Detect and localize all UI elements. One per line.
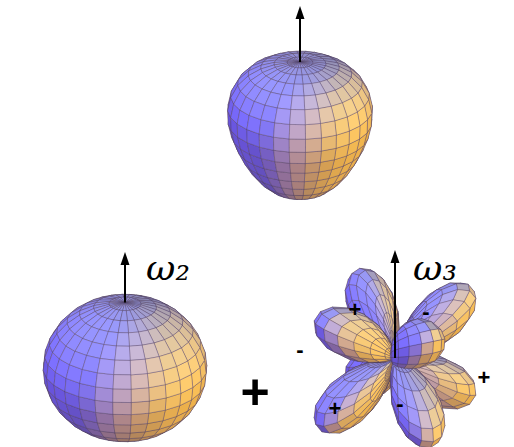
rotation-axis-arrow <box>296 6 305 62</box>
arrow-head <box>296 6 305 19</box>
arrow-head <box>121 252 130 265</box>
rotation-axis-arrow <box>121 252 130 303</box>
mesh-face <box>97 358 115 374</box>
mesh-face <box>125 300 140 302</box>
mesh-face <box>128 332 142 346</box>
mesh-face <box>289 152 305 163</box>
mesh-face <box>304 181 317 190</box>
mesh-face <box>274 150 290 163</box>
mesh-face <box>277 94 292 109</box>
mesh-face <box>96 373 114 389</box>
mesh-face <box>305 138 321 152</box>
mesh-face <box>131 388 149 403</box>
mesh-face <box>123 303 127 311</box>
mesh-face <box>290 110 306 125</box>
mesh-face <box>114 360 131 375</box>
mesh-face <box>100 345 116 361</box>
mesh-face <box>130 359 147 375</box>
mesh-face <box>293 189 304 195</box>
mesh-face <box>294 75 303 84</box>
mesh-face <box>295 62 300 68</box>
mesh-face <box>300 62 309 67</box>
mesh-face <box>290 163 305 173</box>
mesh-face <box>95 387 113 402</box>
mesh-face <box>311 59 325 61</box>
mesh-face <box>289 139 305 152</box>
mesh-face <box>296 68 302 75</box>
mesh-face <box>302 75 312 85</box>
mesh-face <box>113 389 131 403</box>
mesh-face <box>95 400 113 414</box>
mesh-face <box>113 414 131 425</box>
axis-line <box>299 16 301 62</box>
mesh-face <box>129 345 145 360</box>
mesh-face <box>288 59 300 62</box>
mesh-face <box>115 433 130 439</box>
mesh-face <box>321 121 337 138</box>
mesh-face <box>291 181 304 189</box>
mesh-face <box>127 320 138 333</box>
mesh-face <box>131 374 149 390</box>
mesh-face <box>305 123 321 139</box>
mesh-face <box>294 195 303 199</box>
deformed-sphere <box>228 51 373 199</box>
mesh-face <box>274 123 290 139</box>
mesh-face <box>113 402 131 414</box>
mesh-face <box>291 62 300 67</box>
mesh-face <box>303 84 315 96</box>
mesh-face <box>120 311 127 321</box>
mesh-face <box>298 62 301 68</box>
mesh-face <box>125 303 136 310</box>
mesh-face <box>275 108 291 124</box>
axis-line <box>124 262 126 303</box>
mesh-face <box>145 357 163 374</box>
mesh-face <box>274 137 290 152</box>
mesh-face <box>82 355 100 372</box>
mesh-face <box>281 83 294 96</box>
mesh-face <box>287 61 300 63</box>
mesh-face <box>115 346 130 360</box>
mesh-face <box>304 172 318 182</box>
mesh-face <box>293 62 300 67</box>
mesh-face <box>304 95 318 110</box>
mesh-face <box>110 300 125 303</box>
mesh-face <box>104 332 118 346</box>
mesh-face <box>113 375 131 389</box>
mesh-face <box>131 401 149 415</box>
mesh-face <box>114 425 131 433</box>
mesh-face <box>321 121 336 137</box>
mesh-face <box>289 124 305 139</box>
mesh-face <box>118 321 128 333</box>
mesh-face <box>300 60 312 62</box>
mesh-face <box>261 105 277 122</box>
mesh-face <box>456 383 470 395</box>
mesh-face <box>305 151 321 164</box>
mesh-face <box>292 84 304 96</box>
mesh-face <box>318 106 334 123</box>
mesh-face <box>291 96 305 110</box>
mesh-face <box>116 333 129 347</box>
mesh-face <box>305 162 320 173</box>
spheroid <box>43 294 207 441</box>
mesh-face <box>305 109 321 125</box>
mesh-face <box>291 173 305 182</box>
mesh-face <box>131 413 149 425</box>
